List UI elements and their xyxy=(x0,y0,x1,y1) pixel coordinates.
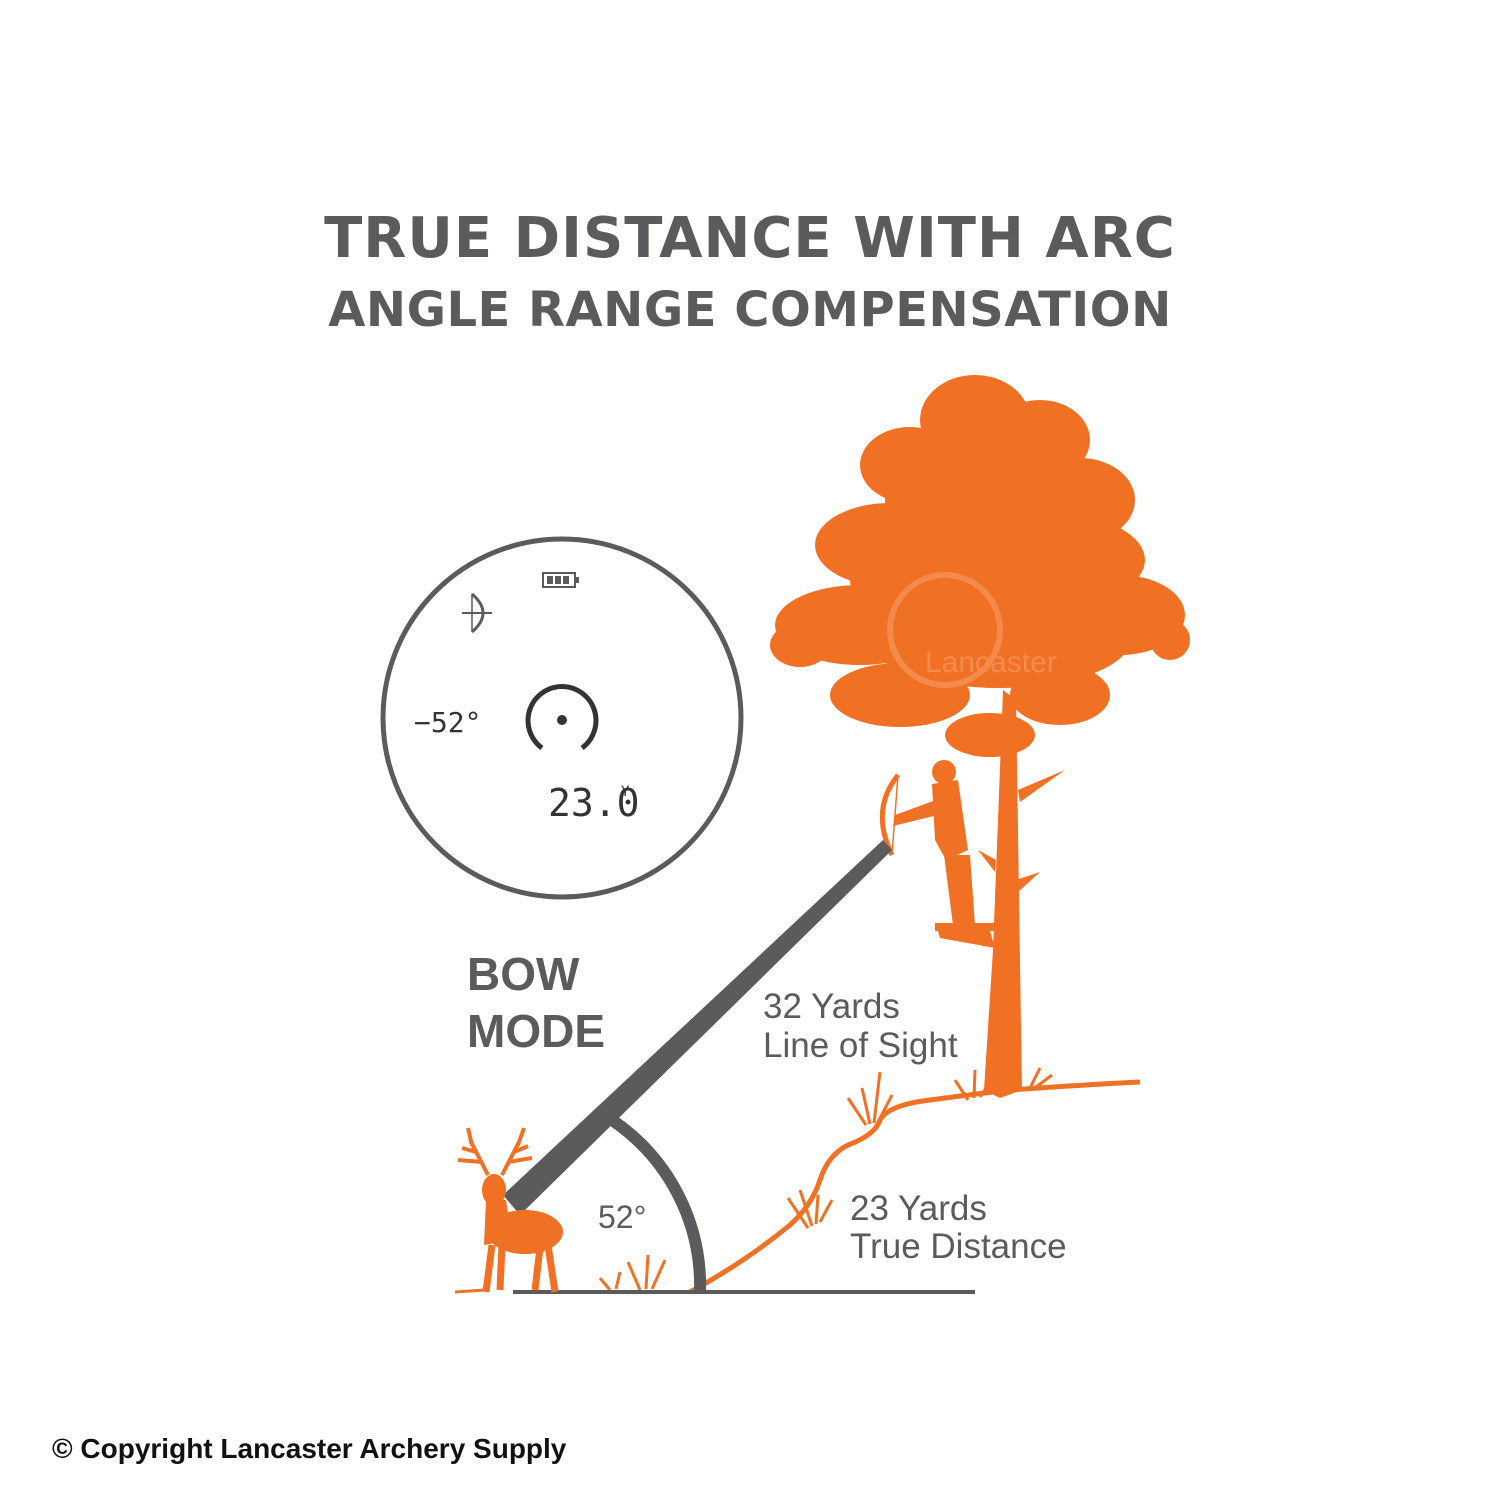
line-of-sight-beam xyxy=(503,840,892,1215)
distance-unit: Y xyxy=(621,784,630,800)
hill-slope xyxy=(688,1079,1141,1295)
battery-icon xyxy=(542,572,579,588)
diagram-title: TRUE DISTANCE WITH ARC xyxy=(324,206,1176,271)
true-distance-label: True Distance xyxy=(850,1227,1067,1266)
watermark-logo: Lancaster xyxy=(887,572,1057,688)
diagram-subtitle: ANGLE RANGE COMPENSATION xyxy=(328,282,1172,338)
tree-icon xyxy=(770,375,1190,1098)
bow-icon xyxy=(462,592,492,634)
hunter-icon xyxy=(879,760,995,948)
angle-arc xyxy=(608,1115,707,1293)
copyright-notice: © Copyright Lancaster Archery Supply xyxy=(52,1433,567,1464)
line-of-sight-value: 32 Yards xyxy=(763,987,900,1026)
mode-label-line1: BOW xyxy=(467,948,580,1000)
deer-icon xyxy=(457,1127,563,1293)
svg-text:Lancaster: Lancaster xyxy=(925,646,1057,679)
angle-readout: −52° xyxy=(414,706,481,739)
mode-label-line2: MODE xyxy=(467,1005,605,1057)
true-distance-value: 23 Yards xyxy=(850,1189,987,1228)
reticle-icon xyxy=(525,684,599,751)
line-of-sight-label: Line of Sight xyxy=(763,1026,958,1065)
distance-readout: 23.0 xyxy=(548,781,640,825)
grass-tufts xyxy=(454,1067,1053,1294)
angle-label: 52° xyxy=(598,1199,646,1235)
scope-view: −52° 23.0 Y xyxy=(380,536,744,900)
